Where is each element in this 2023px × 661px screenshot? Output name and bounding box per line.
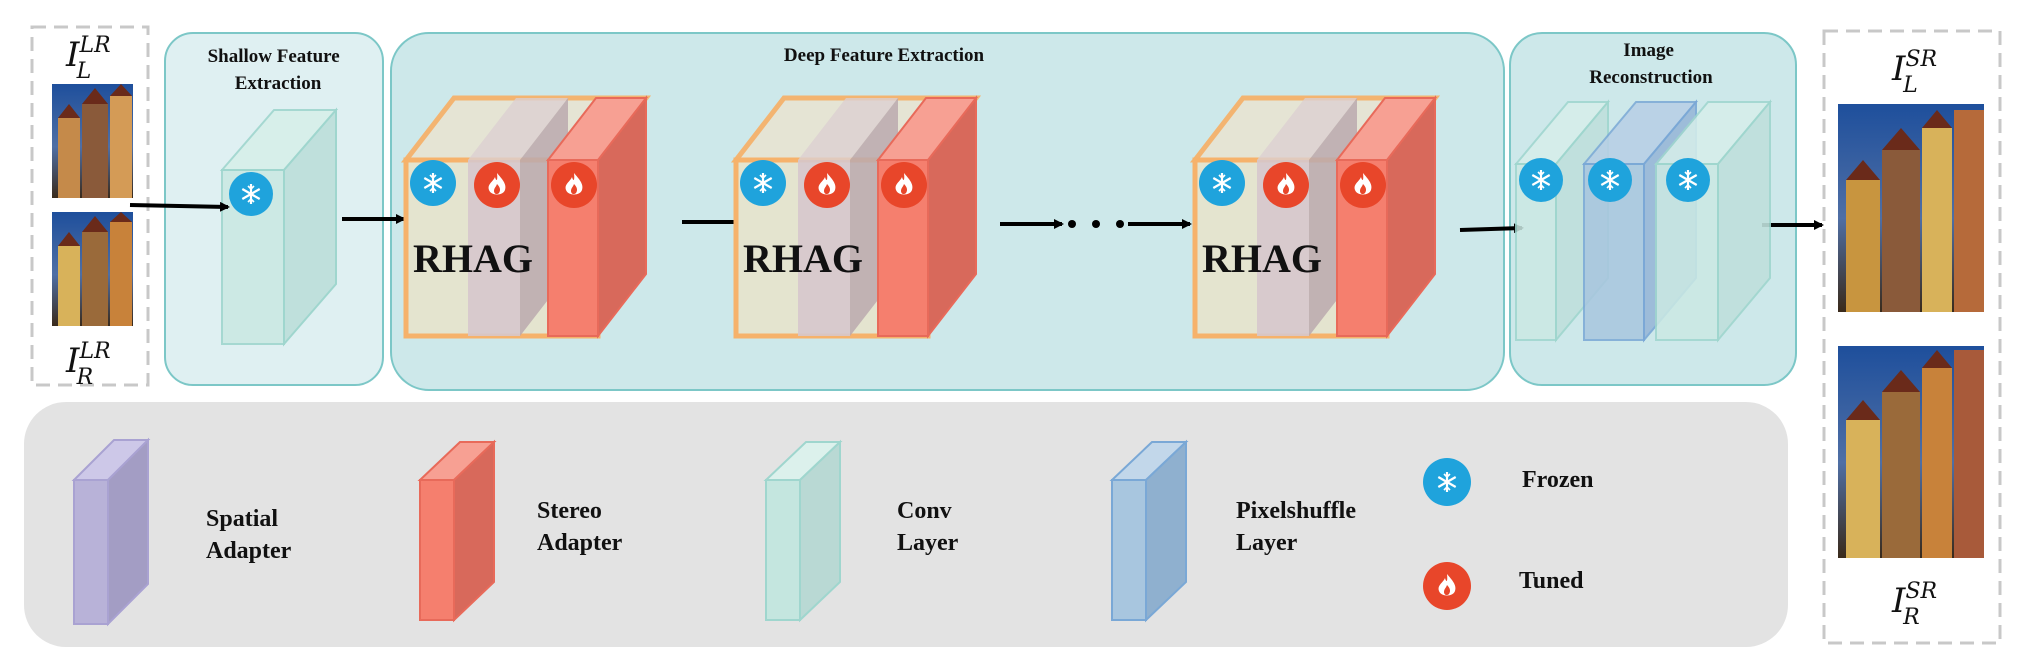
deep-feature-title: Deep Feature Extraction — [784, 45, 985, 66]
input-right-image — [52, 212, 133, 326]
recon-frozen-badge-1 — [1519, 158, 1563, 202]
tuned-badge — [804, 162, 850, 208]
shallow-frozen-badge — [229, 172, 273, 216]
shallow-conv-layer — [219, 107, 339, 347]
legend-stereo-adapter-label: Stereo Adapter — [537, 498, 623, 556]
legend-panel — [24, 402, 1788, 647]
legend-frozen-label: Frozen — [1522, 467, 1594, 493]
legend-frozen-badge — [1423, 458, 1471, 506]
rhag-label: RHAG — [413, 236, 533, 281]
output-frame — [1822, 29, 2002, 645]
recon-conv-layer-2 — [1653, 99, 1773, 343]
frozen-badge — [740, 160, 786, 206]
frozen-badge — [1199, 160, 1245, 206]
legend-spatial-adapter-label: Spatial Adapter — [206, 506, 292, 564]
image-reconstruction-title: Image Reconstruction — [1589, 40, 1713, 88]
legend-conv-layer-swatch — [763, 439, 843, 623]
rhag-label: RHAG — [1202, 236, 1322, 281]
legend-tuned-badge — [1423, 562, 1471, 610]
ellipsis-dots — [1068, 220, 1124, 228]
reconstruction-layers — [1513, 99, 1773, 343]
tuned-badge — [474, 162, 520, 208]
legend-conv-layer-label: Conv Layer — [897, 498, 959, 556]
recon-frozen-badge-2 — [1588, 158, 1632, 202]
rhag-block: RHAG — [400, 95, 652, 339]
rhag-block: RHAG — [1189, 95, 1441, 339]
tuned-badge — [1263, 162, 1309, 208]
output-left-image — [1838, 104, 1984, 312]
legend-spatial-adapter-swatch — [71, 437, 151, 627]
tuned-badge — [551, 162, 597, 208]
legend-pixelshuffle-layer-label: Pixelshuffle Layer — [1236, 498, 1362, 556]
legend-stereo-adapter-swatch — [417, 439, 497, 623]
tuned-badge — [1340, 162, 1386, 208]
tuned-badge — [881, 162, 927, 208]
output-right-image — [1838, 346, 1984, 558]
recon-frozen-badge-3 — [1666, 158, 1710, 202]
frozen-badge — [410, 160, 456, 206]
rhag-block: RHAG — [730, 95, 982, 339]
rhag-blocks: RHAG RHAG RHAG — [400, 95, 1441, 339]
legend-tuned-label: Tuned — [1519, 568, 1584, 594]
flow-arrows — [129, 201, 1824, 234]
legend-pixelshuffle-layer-swatch — [1109, 439, 1189, 623]
shallow-feature-title: Shallow Feature Extraction — [208, 46, 345, 94]
rhag-label: RHAG — [743, 236, 863, 281]
input-left-image — [52, 84, 133, 198]
